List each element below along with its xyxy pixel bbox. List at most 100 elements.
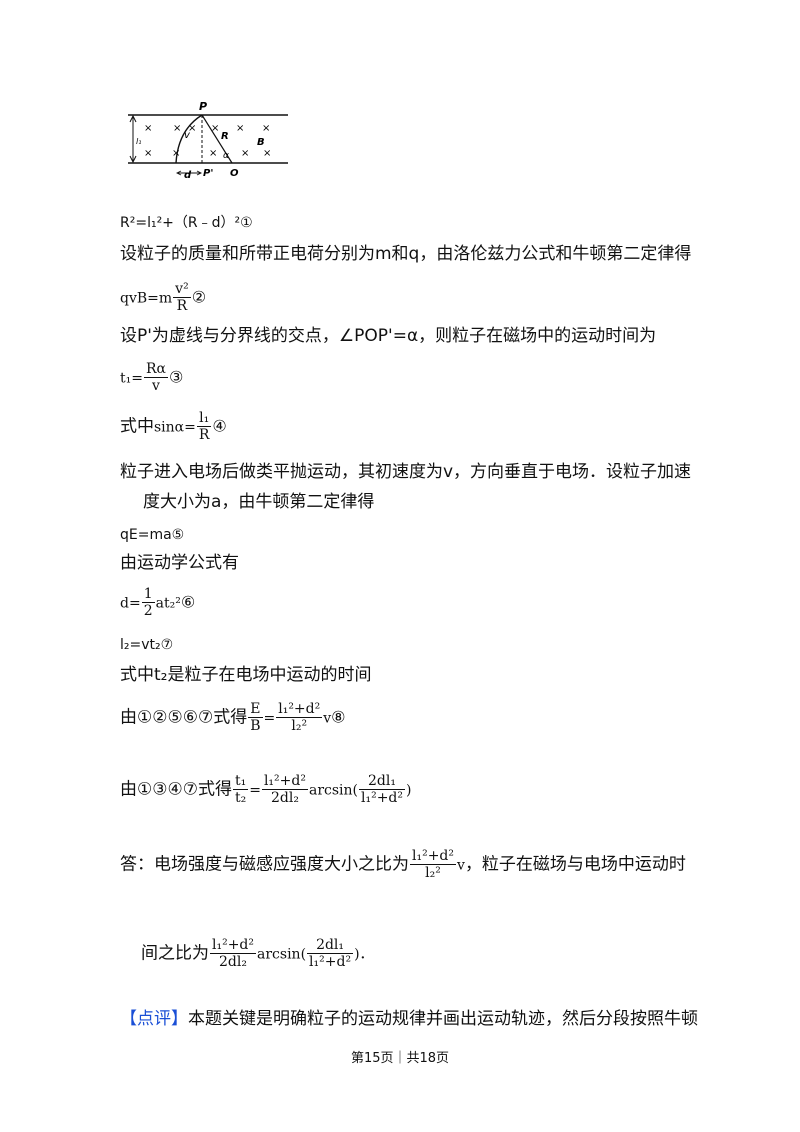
answer2-numerator-1: l₁²+d² bbox=[212, 937, 255, 953]
eq9-function: arcsin( bbox=[308, 782, 358, 799]
answer-denominator: l₂² bbox=[425, 865, 441, 882]
eq9-denominator-2: 2dl₂ bbox=[270, 790, 299, 807]
eq9-numerator-2: l₁²+d² bbox=[263, 773, 306, 789]
page-footer: 第15页｜共18页 bbox=[350, 1051, 450, 1066]
eq8-numerator-2: l₁²+d² bbox=[278, 701, 321, 717]
eq8-prefix: 由①②⑤⑥⑦式得 bbox=[120, 707, 248, 728]
cross-mark: × bbox=[263, 148, 271, 159]
fraction-bar bbox=[248, 717, 263, 719]
eq4-function: sinα= bbox=[154, 419, 196, 436]
cross-mark: × bbox=[144, 148, 152, 159]
eq3-mark: ③ bbox=[168, 367, 184, 387]
cross-mark: × bbox=[144, 123, 152, 134]
eq6-lhs: d= bbox=[120, 595, 141, 612]
paragraph-4: 设P'为虚线与分界线的交点，∠POP'=α，则粒子在磁场中的运动时间为 bbox=[120, 326, 657, 346]
answer-numerator: l₁²+d² bbox=[412, 848, 455, 864]
label-v: v bbox=[184, 130, 191, 141]
fraction-bar bbox=[261, 789, 308, 791]
fraction-bar bbox=[141, 602, 155, 604]
cross-mark: × bbox=[172, 148, 180, 159]
fraction-bar bbox=[196, 426, 212, 428]
eq9-prefix: 由①③④⑦式得 bbox=[120, 779, 232, 800]
d-arrowheads bbox=[175, 170, 203, 176]
eq3-denominator: v bbox=[152, 378, 160, 395]
eq4-prefix: 式中 bbox=[120, 416, 154, 437]
answer2-numerator-2: 2dl₁ bbox=[316, 937, 345, 953]
label-R: R bbox=[221, 131, 229, 142]
eq8-equals: = bbox=[263, 710, 276, 727]
fraction-bar bbox=[173, 297, 191, 299]
eq8-rhs: v bbox=[323, 710, 332, 727]
label-d: d bbox=[184, 170, 192, 180]
answer2-denominator-1: 2dl₂ bbox=[219, 954, 247, 971]
comment-text: 本题关键是明确粒子的运动规律并画出运动轨迹，然后分段按照牛顿 bbox=[188, 1009, 698, 1029]
cross-mark: × bbox=[188, 123, 196, 134]
eq9-equals: = bbox=[249, 782, 261, 799]
eq4-numerator: l₁ bbox=[199, 410, 210, 426]
radius-line bbox=[201, 114, 233, 164]
answer2-close: )． bbox=[354, 946, 374, 963]
eq6-mark: ⑥ bbox=[180, 592, 196, 612]
label-P: P bbox=[199, 100, 207, 113]
cross-mark: × bbox=[211, 123, 219, 134]
answer-v: v bbox=[457, 857, 465, 874]
answer2-function: arcsin( bbox=[257, 946, 307, 963]
eq8-numerator-1: E bbox=[250, 701, 261, 717]
eq9-numerator-1: t₁ bbox=[234, 773, 247, 789]
eq3-lhs: t₁= bbox=[120, 370, 143, 387]
fraction-bar bbox=[232, 789, 249, 791]
paragraph-9: 由运动学公式有 bbox=[120, 553, 239, 573]
cross-mark: × bbox=[209, 148, 217, 159]
fraction-bar bbox=[276, 717, 323, 719]
eq2-lhs: qvB=m bbox=[120, 290, 173, 307]
paragraph-7-cont: 度大小为a，由牛顿第二定律得 bbox=[143, 492, 375, 512]
equation-5: qE=ma⑤ bbox=[120, 527, 185, 543]
fraction-bar bbox=[307, 953, 354, 955]
fraction-bar bbox=[143, 377, 168, 379]
answer2-denominator-2: l₁²+d² bbox=[309, 954, 352, 971]
eq9-denominator-3: l₁²+d² bbox=[361, 790, 404, 807]
eq4-mark: ④ bbox=[212, 416, 227, 436]
equation-1: R²=l₁²+（R﹣d）²① bbox=[120, 215, 253, 231]
trajectory-arc bbox=[175, 114, 203, 164]
eq3-numerator: Rα bbox=[145, 361, 166, 377]
equation-7: l₂=vt₂⑦ bbox=[120, 637, 174, 653]
eq6-denominator: 2 bbox=[143, 603, 153, 620]
fraction-bar bbox=[210, 953, 257, 955]
answer-prefix: 答：电场强度与磁感应强度大小之比为 bbox=[120, 854, 409, 875]
comment-line: 【点评】本题关键是明确粒子的运动规律并画出运动轨迹，然后分段按照牛顿 bbox=[120, 1008, 698, 1030]
label-alpha: α bbox=[223, 151, 229, 161]
eq9-numerator-3: 2dl₁ bbox=[368, 773, 396, 789]
eq6-numerator: 1 bbox=[143, 586, 153, 602]
eq6-rhs: at₂² bbox=[155, 595, 181, 612]
paragraph-2: 设粒子的质量和所带正电荷分别为m和q，由洛伦兹力公式和牛顿第二定律得 bbox=[120, 244, 692, 264]
physics-figure: × × × × × × × × × × × P v R B α l₁ d P' … bbox=[128, 100, 288, 180]
eq8-mark: ⑧ bbox=[331, 707, 346, 727]
label-O: O bbox=[230, 168, 239, 179]
eq8-denominator-2: l₂² bbox=[291, 718, 308, 735]
cross-mark: × bbox=[173, 123, 181, 134]
cross-mark: × bbox=[262, 123, 270, 134]
fraction-bar bbox=[359, 789, 406, 791]
eq2-numerator: v² bbox=[175, 281, 189, 297]
comment-tag: 【点评】 bbox=[120, 1009, 188, 1029]
